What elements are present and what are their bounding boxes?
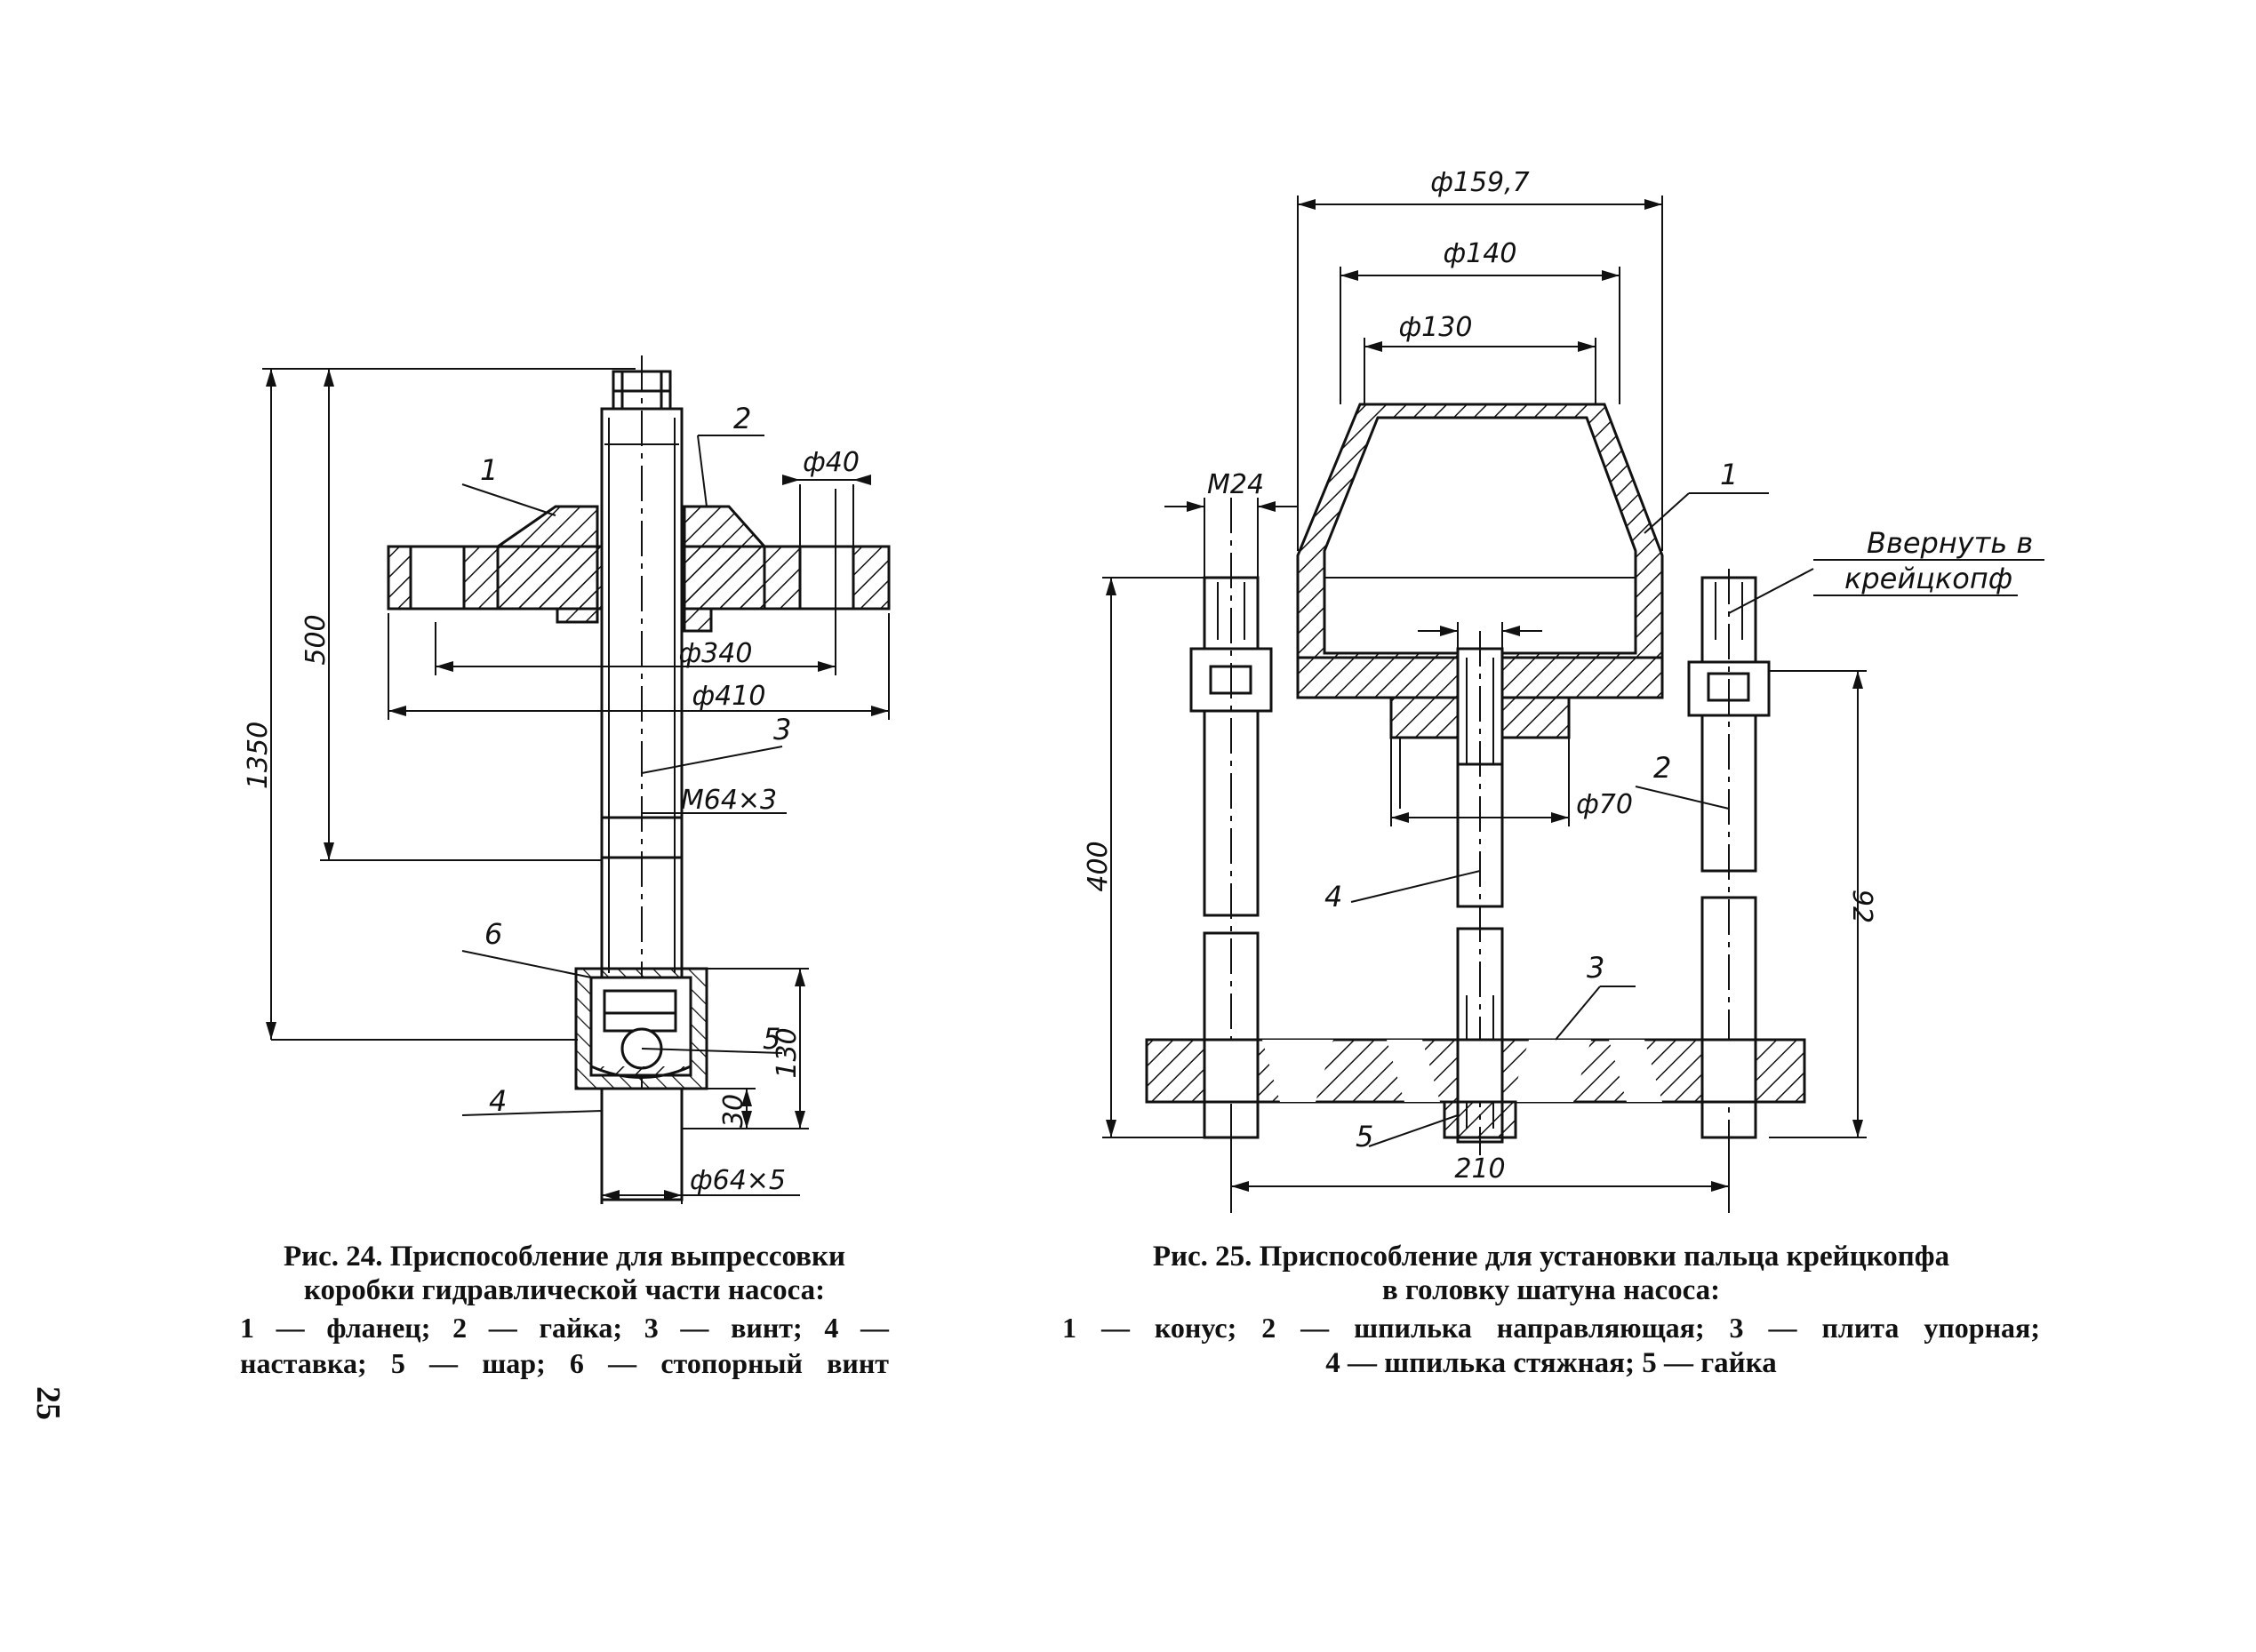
fig24-dim-phi40: ф40 (803, 447, 860, 478)
fig25-dim-phi159: ф159,7 (1430, 167, 1530, 198)
fig24-dim-130: 130 (772, 1027, 803, 1078)
fig24-dim-phi410: ф410 (692, 681, 766, 712)
fig24-label-4: 4 (489, 1084, 507, 1118)
fig24-label-3: 3 (773, 713, 791, 746)
fig25-label-2: 2 (1653, 751, 1671, 785)
fig24-dim-m64: М64×3 (681, 785, 777, 816)
fig24-legend-line2: наставка; 5 — шар; 6 — стопорный винт (240, 1347, 889, 1379)
fig25-dim-m24: М24 (1207, 469, 1264, 500)
fig24-dim-30: 30 (718, 1094, 749, 1128)
fig25-dim-400: 400 (1083, 841, 1114, 891)
fig24-label-6: 6 (484, 917, 502, 951)
fig24-flange-hole-right (798, 545, 855, 611)
fig24-dim-pipe: ф64×5 (690, 1165, 786, 1196)
page-number: 25 (29, 1386, 67, 1420)
fig24-dim-1350: 1350 (243, 722, 274, 789)
fig25-dimension-texts: ф159,7 ф140 ф130 М24 ф70 400 92 210 Ввер… (1083, 167, 2033, 1185)
fig24-dim-phi340: ф340 (679, 638, 753, 669)
fig25-drawing (1102, 196, 2044, 1213)
fig24-label-1: 1 (480, 453, 498, 487)
fig25-label-4: 4 (1324, 880, 1342, 914)
fig25-note-line2: крейцкопф (1844, 562, 2012, 595)
fig24-caption: Рис. 24. Приспособление для выпрессовки … (240, 1240, 889, 1307)
fig25-label-3: 3 (1587, 951, 1604, 985)
fig24-legend-line1: 1 — фланец; 2 — гайка; 3 — винт; 4 — (240, 1312, 889, 1344)
fig24-drawing (262, 355, 891, 1204)
fig24-flange-hub (496, 505, 599, 624)
fig24-extension (600, 1087, 684, 1201)
fig24-label-5: 5 (763, 1022, 780, 1056)
fig25-dim-210: 210 (1454, 1153, 1505, 1185)
fig25-dim-92: 92 (1846, 890, 1877, 923)
fig25-note-line1: Ввернуть в (1867, 526, 2033, 560)
fig24-label-2: 2 (733, 402, 751, 435)
fig25-nut-5 (1443, 1100, 1517, 1139)
fig25-dim-phi140: ф140 (1444, 238, 1517, 269)
fig24-flange-hole-left (409, 545, 466, 611)
fig25-dimensions (1102, 196, 2044, 1213)
fig24-dim-500: 500 (300, 614, 332, 665)
fig25-label-5: 5 (1356, 1120, 1373, 1153)
fig24-caption-line1: Рис. 24. Приспособление для выпрессовки (283, 1241, 846, 1273)
fig24-nut (683, 505, 766, 633)
fig25-caption-line2: в головку шатуна насоса: (1381, 1274, 1721, 1306)
fig25-dim-phi130: ф130 (1399, 312, 1473, 343)
fig25-label-1: 1 (1720, 458, 1738, 491)
fig24-dimensions (262, 368, 890, 1204)
fig25-caption-line1: Рис. 25. Приспособление для установки па… (1152, 1241, 1950, 1273)
fig24-caption-line2: коробки гидравлической части насоса: (303, 1274, 826, 1306)
fig24-dimension-texts: 1350 500 ф40 ф340 ф410 М64×3 130 30 ф64×… (243, 402, 860, 1196)
fig25-caption: Рис. 25. Приспособление для установки па… (1049, 1240, 2053, 1307)
fig25-dim-phi70: ф70 (1576, 789, 1633, 820)
fig25-legend-line2: 4 — шпилька стяжная; 5 — гайка (1325, 1347, 1777, 1379)
fig25-legend-line1: 1 — конус; 2 — шпилька направляющая; 3 —… (1062, 1312, 2040, 1344)
